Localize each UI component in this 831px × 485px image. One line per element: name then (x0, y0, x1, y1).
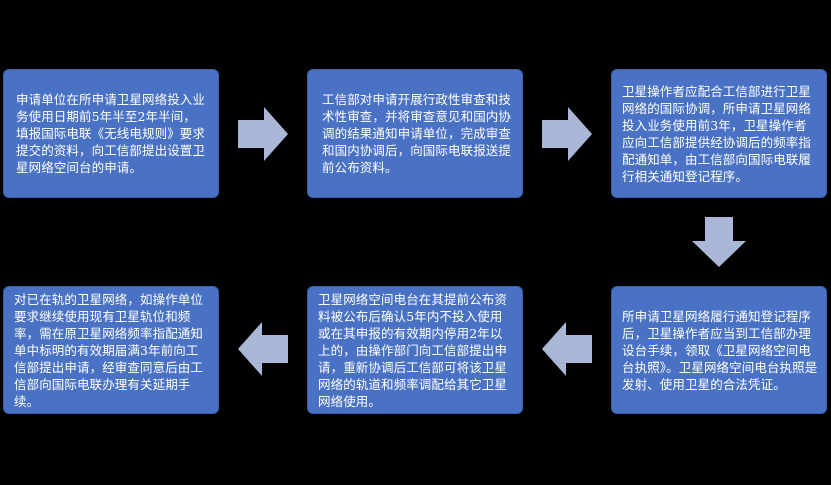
arrow-left-icon (542, 322, 592, 376)
step-1-box: 申请单位在所申请卫星网络投入业务使用日期前5年半至2年半间，填报国际电联《无线电… (3, 69, 219, 198)
step-5-box: 卫星网络空间电台在其提前公布资料被公布后确认5年内不投入使用或在其申报的有效期内… (307, 286, 523, 414)
step-4-text: 所申请卫星网络履行通知登记程序后，卫星操作者应当到工信部办理设台手续，领取《卫星… (622, 308, 818, 392)
step-6-box: 对已在轨的卫星网络，如操作单位要求继续使用现有卫星轨位和频率，需在原卫星网络频率… (3, 286, 219, 414)
arrow-left-icon (238, 322, 288, 376)
step-5-text: 卫星网络空间电台在其提前公布资料被公布后确认5年内不投入使用或在其申报的有效期内… (318, 291, 508, 409)
arrow-right-icon (542, 107, 592, 161)
step-2-box: 工信部对申请开展行政性审查和技术性审查，并将审查意见和国内协调的结果通知申请单位… (307, 69, 523, 198)
step-2-text: 工信部对申请开展行政性审查和技术性审查，并将审查意见和国内协调的结果通知申请单位… (322, 92, 512, 175)
step-3-box: 卫星操作者应配合工信部进行卫星网络的国际协调，所申请卫星网络投入业务使用前3年，… (611, 69, 827, 198)
step-1-text: 申请单位在所申请卫星网络投入业务使用日期前5年半至2年半间，填报国际电联《无线电… (16, 92, 206, 175)
arrow-down-icon (692, 217, 746, 267)
step-3-text: 卫星操作者应配合工信部进行卫星网络的国际协调，所申请卫星网络投入业务使用前3年，… (622, 83, 812, 184)
arrow-right-icon (238, 107, 288, 161)
step-6-text: 对已在轨的卫星网络，如操作单位要求继续使用现有卫星轨位和频率，需在原卫星网络频率… (14, 291, 204, 409)
step-4-box: 所申请卫星网络履行通知登记程序后，卫星操作者应当到工信部办理设台手续，领取《卫星… (611, 286, 827, 414)
